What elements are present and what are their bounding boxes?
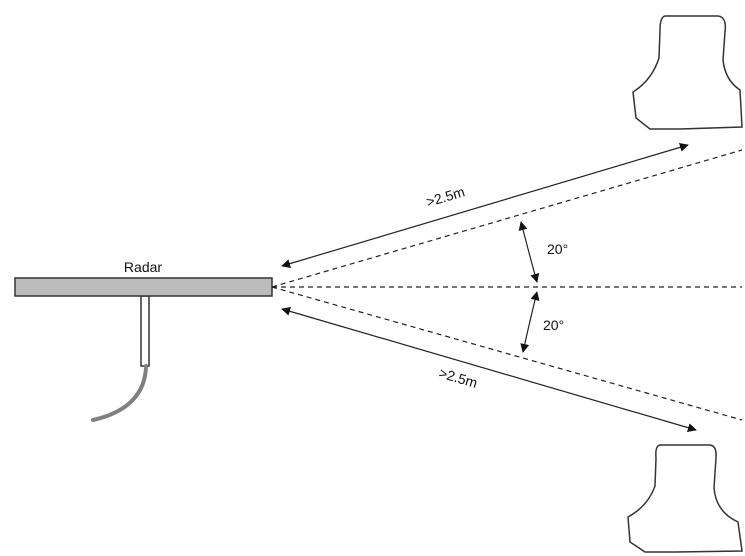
angle-label-upper: 20° (547, 241, 568, 257)
radar-cable (91, 364, 148, 422)
target-figure-upper (632, 15, 743, 130)
distance-label-upper: >2.5m (424, 183, 466, 210)
angle-label-lower: 20° (543, 317, 564, 333)
angle-arc-upper (518, 221, 540, 283)
target-figure-lower (627, 444, 743, 553)
distance-label-lower: >2.5m (437, 365, 479, 391)
radar-mount-pole (140, 295, 150, 367)
distance-arrow-upper (281, 143, 689, 268)
radar-label: Radar (124, 259, 162, 275)
fov-lower-edge (271, 286, 743, 421)
radar-device (14, 277, 273, 297)
angle-arc-lower (520, 291, 540, 353)
fov-upper-edge (271, 149, 743, 288)
distance-arrow-lower (281, 306, 697, 433)
